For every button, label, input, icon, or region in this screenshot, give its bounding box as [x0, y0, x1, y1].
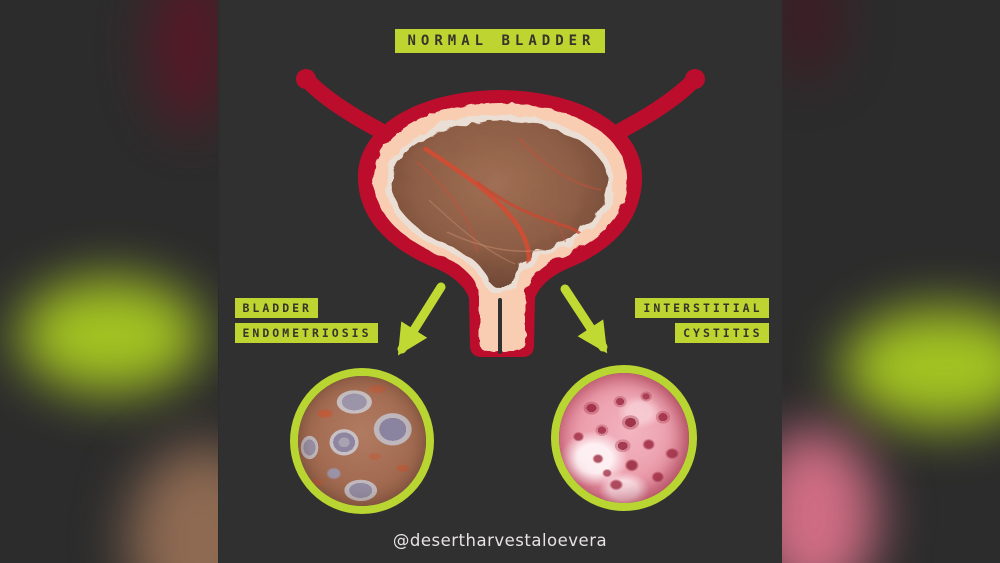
endometriosis-photo: [297, 376, 426, 506]
blur-blob-green: [842, 308, 1000, 426]
blur-blob-red: [782, 0, 842, 80]
label-line: CYSTITIS: [675, 323, 769, 343]
title-bar: NORMAL BLADDER: [219, 29, 782, 53]
label-line: BLADDER: [234, 298, 318, 318]
bladder-interior: [385, 114, 614, 295]
arrow-left-icon: [397, 282, 445, 356]
label-bladder-endometriosis: BLADDER ENDOMETRIOSIS: [234, 298, 378, 343]
blur-blob-red: [150, 0, 218, 130]
background-blur-right: [782, 0, 1000, 563]
cystitis-photo: [558, 373, 689, 503]
cystitis-photo-circle: [550, 365, 697, 511]
urethra: [486, 298, 513, 354]
blur-blob-green: [18, 278, 203, 393]
blur-blob-pink: [782, 428, 877, 563]
endometriosis-photo-circle: [289, 368, 434, 514]
label-line: INTERSTITIAL: [635, 298, 769, 318]
bladder-illustration: [295, 69, 705, 357]
title-label: NORMAL BLADDER: [395, 29, 605, 53]
ureter-right: [613, 69, 705, 138]
main-graphic: NORMAL BLADDER: [218, 0, 782, 563]
background-blur-left: [0, 0, 218, 563]
credit-handle: @desertharvestaloevera: [392, 531, 608, 550]
label-interstitial-cystitis: INTERSTITIAL CYSTITIS: [635, 298, 769, 343]
blur-blob-tan: [128, 445, 218, 563]
blood-vessels: [415, 137, 601, 271]
ureter-left: [295, 69, 387, 138]
arrow-right-icon: [560, 284, 607, 354]
label-line: ENDOMETRIOSIS: [234, 323, 378, 343]
